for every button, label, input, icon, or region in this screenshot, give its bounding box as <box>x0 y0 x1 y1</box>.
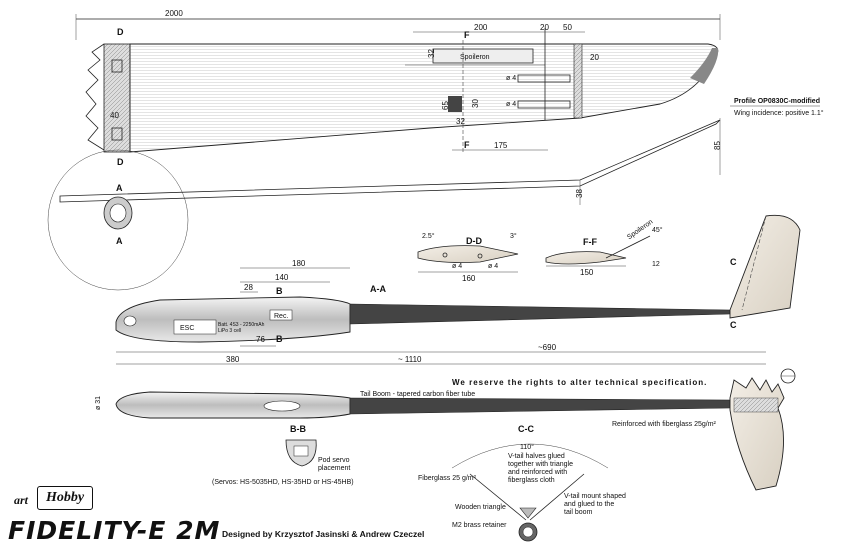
wing-front-view: A A 38 85 <box>47 118 722 291</box>
brand-art: art <box>14 493 29 507</box>
fuselage-top-view: Tail Boom - tapered carbon fiber tube ø … <box>95 368 796 491</box>
dd-angle-1: 2.5° <box>422 232 435 240</box>
section-a-bottom: A <box>116 236 123 246</box>
reinforced-label: Reinforced with fiberglass 25g/m² <box>612 421 717 428</box>
section-c-bottom: C <box>730 320 737 330</box>
dim-40: 40 <box>110 111 119 120</box>
dim-175: 175 <box>494 141 508 150</box>
wing-panel <box>129 43 719 153</box>
rec-label: Rec. <box>274 313 288 320</box>
phi4-a: ø 4 <box>506 75 516 82</box>
ff-width: 150 <box>580 268 594 277</box>
cc-angle: 110° <box>520 443 534 451</box>
dim-32-b: 32 <box>456 117 465 126</box>
section-f-bottom: F <box>464 140 470 150</box>
wooden-label: Wooden triangle <box>455 504 506 511</box>
dim-28: 28 <box>244 283 253 292</box>
plan-title: FIDELITY-E 2M <box>8 516 221 545</box>
designer-credit: Designed by Krzysztof Jasinski & Andrew … <box>222 529 425 539</box>
dim-380: 380 <box>226 355 240 364</box>
section-cc-title: C-C <box>518 424 534 434</box>
reserve-note: We reserve the rights to alter technical… <box>452 378 708 387</box>
section-dd: D-D 2.5° 3° ø 4 ø 4 160 <box>417 232 519 283</box>
esc-label: ESC <box>180 325 194 332</box>
spoileron-label: Spoileron <box>460 54 490 61</box>
section-d-top: D <box>117 27 124 37</box>
section-dd-title: D-D <box>466 236 482 246</box>
fiberglass-label: Fiberglass 25 g/m² <box>418 475 477 482</box>
dim-30: 30 <box>471 99 480 108</box>
section-b-bottom: B <box>276 334 283 344</box>
section-ff-title: F-F <box>583 237 597 247</box>
dim-690: ~690 <box>538 343 557 352</box>
section-d-bottom: D <box>117 157 124 167</box>
section-bb-title: B-B <box>290 424 306 434</box>
ff-angle: 45° <box>652 226 663 234</box>
dim-85: 85 <box>713 141 722 150</box>
dim-20-b: 20 <box>590 53 599 62</box>
section-f-top: F <box>464 30 470 40</box>
dim-180: 180 <box>292 259 306 268</box>
boom-label: Tail Boom - tapered carbon fiber tube <box>360 391 475 398</box>
wing-root-joiner <box>103 43 131 153</box>
dd-width: 160 <box>462 274 476 283</box>
section-b-top: B <box>276 286 283 296</box>
dim-65: 65 <box>441 101 450 110</box>
ff-spoileron: Spoileron <box>626 218 654 241</box>
brass-label: M2 brass retainer <box>452 522 507 529</box>
section-aa-title: A-A <box>370 284 386 294</box>
profile-label: Profile OP0830C-modified <box>734 98 820 105</box>
incidence-label: Wing incidence: positive 1.1° <box>734 109 824 117</box>
hobby-logo: Hobby <box>37 486 93 510</box>
dim-50: 50 <box>563 23 572 32</box>
section-c-top: C <box>730 257 737 267</box>
servos-note: (Servos: HS-5035HD, HS-35HD or HS-45HB) <box>212 479 354 486</box>
dim-200: 200 <box>474 23 488 32</box>
phi-31: ø 31 <box>95 396 102 410</box>
phi4-b: ø 4 <box>506 101 516 108</box>
dd-phi-b: ø 4 <box>488 263 498 270</box>
spoileron <box>432 48 534 64</box>
dd-phi-a: ø 4 <box>452 263 462 270</box>
wing-plan-view: 2000 Spoileron ø 4 ø 4 200 20 50 20 <box>75 9 824 167</box>
section-a-top: A <box>116 183 123 193</box>
v-tail-fin <box>729 214 801 319</box>
dim-20-a: 20 <box>540 23 549 32</box>
dim-span: 2000 <box>165 9 183 18</box>
dim-32-a: 32 <box>427 49 436 58</box>
dim-140: 140 <box>275 273 289 282</box>
dim-76: 76 <box>256 335 265 344</box>
dim-1110: ~ 1110 <box>398 355 422 364</box>
ff-dim: 12 <box>652 261 660 268</box>
dim-38: 38 <box>575 189 584 198</box>
section-ff: F-F 150 Spoileron 45° 12 <box>545 218 663 277</box>
dd-angle-2: 3° <box>510 232 517 240</box>
